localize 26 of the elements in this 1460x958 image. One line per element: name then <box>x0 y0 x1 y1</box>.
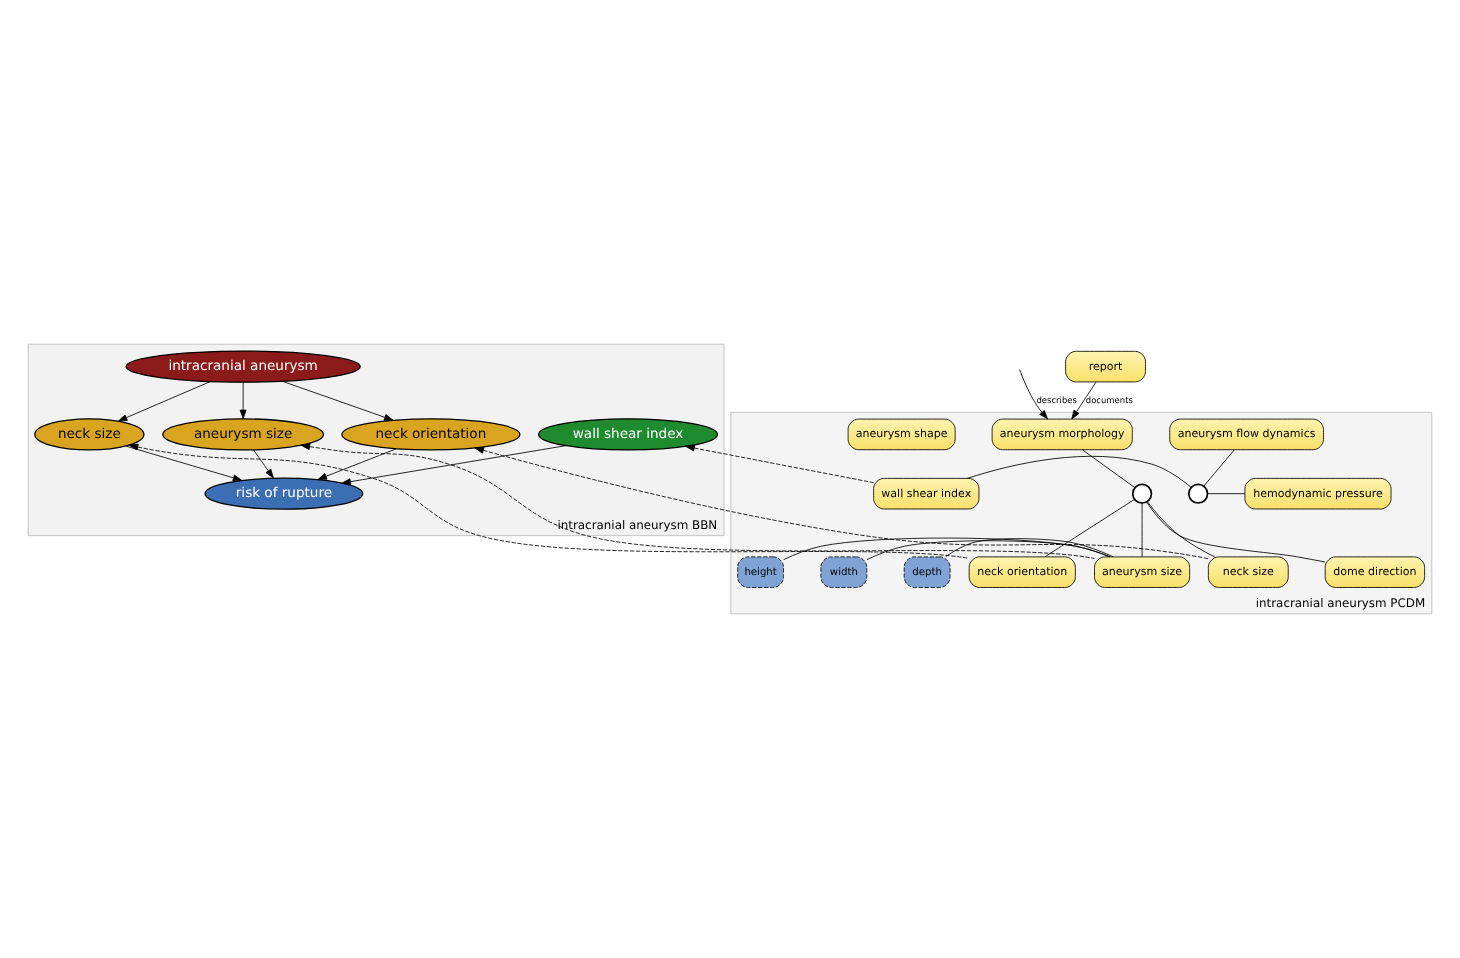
arrow <box>300 443 1095 559</box>
arrow <box>282 380 394 421</box>
node-circle <box>1131 483 1153 504</box>
arrow <box>125 445 243 482</box>
arrow <box>1071 381 1097 420</box>
connector <box>1203 449 1235 487</box>
connector <box>1146 501 1326 563</box>
arrow <box>685 444 874 484</box>
arrow <box>1019 369 1049 420</box>
arrow <box>474 447 1209 560</box>
connector <box>1081 449 1136 488</box>
arrow <box>128 443 970 559</box>
arrow <box>317 448 397 480</box>
connector <box>1141 502 1143 558</box>
arrow <box>117 381 211 422</box>
connector <box>783 537 1111 561</box>
connector <box>1207 493 1246 495</box>
connector <box>866 540 1111 561</box>
connector <box>966 455 1192 488</box>
arrow <box>253 449 274 479</box>
connector <box>1044 498 1135 558</box>
connector <box>1146 501 1216 558</box>
connector <box>945 538 1114 558</box>
node-circle <box>1187 483 1209 504</box>
arrow <box>239 382 247 420</box>
arrow <box>341 445 567 486</box>
